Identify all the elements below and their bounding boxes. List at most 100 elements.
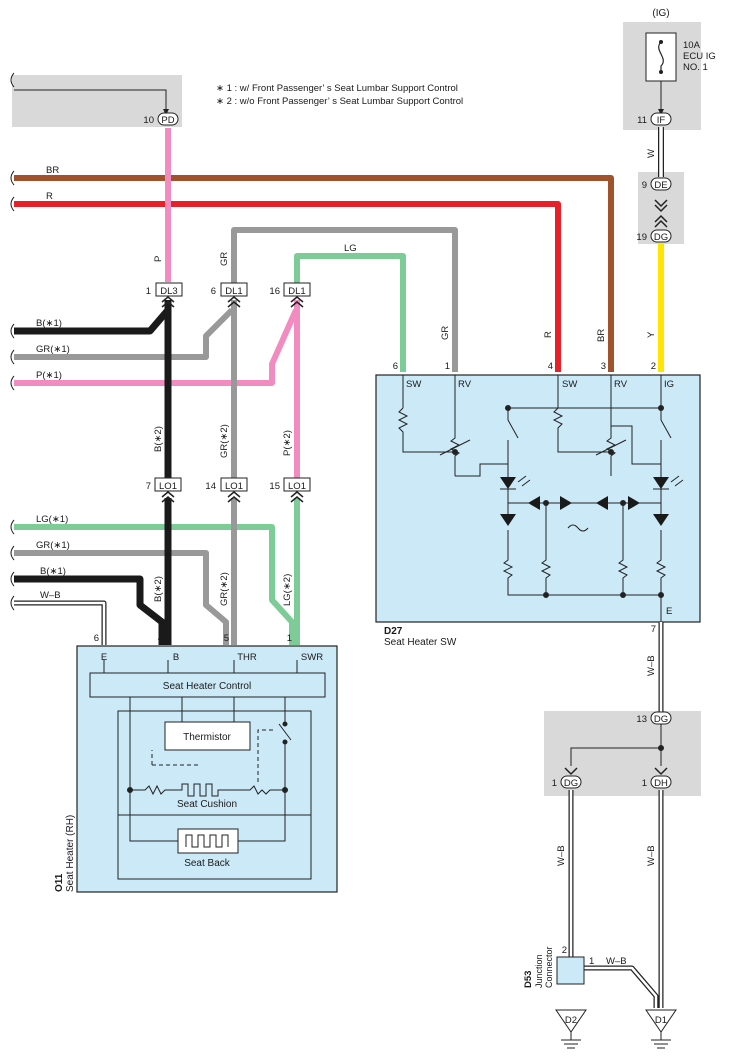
connector-dl3-pin: 1 xyxy=(146,286,151,297)
connector-arrows xyxy=(161,199,668,776)
wire-label-br: BR xyxy=(46,165,59,176)
diode-right-icon xyxy=(653,514,669,526)
wire-label-w: W xyxy=(646,149,657,158)
d53-id: D53 xyxy=(523,971,534,988)
wire-label-b-s2-low: B(∗2) xyxy=(153,576,164,602)
d27-pin-2: 2 xyxy=(651,361,656,372)
wire-label-lg: LG xyxy=(344,243,357,254)
connector-dg1-pin: 1 xyxy=(552,778,557,789)
d53-name-2: Connector xyxy=(544,946,554,988)
wire-label-lg-s1: LG(∗1) xyxy=(36,514,68,525)
diode-mid-1-icon xyxy=(528,496,540,510)
wire-gr-s1 xyxy=(14,307,235,360)
connector-de-code: DE xyxy=(654,180,667,191)
led-left-icon xyxy=(500,477,516,489)
wire-label-wb-dg1: W–B xyxy=(556,845,567,866)
wire-label-gr-s2-low: GR(∗2) xyxy=(219,572,230,606)
o11-pin-4: 4 xyxy=(158,633,163,644)
d27-pin-4: 4 xyxy=(548,361,553,372)
connector-lo1-c xyxy=(283,477,311,492)
connector-dg1 xyxy=(560,775,582,789)
connector-de xyxy=(650,177,672,191)
connector-dl1-a-pin: 6 xyxy=(211,286,216,297)
wire-label-r-sw: R xyxy=(543,331,554,338)
o11-term-e: E xyxy=(101,652,107,663)
seat-back-heater-box xyxy=(177,828,239,854)
fuse-name-1: ECU IG xyxy=(683,51,716,62)
wire-wb-d53 xyxy=(584,965,659,1008)
d27-term-rv-2: RV xyxy=(614,379,628,390)
led-rays xyxy=(517,475,684,487)
wire-label-wb-d53: W–B xyxy=(606,956,627,967)
wire-gr-s1-low xyxy=(14,550,229,645)
connector-dl3-code: DL3 xyxy=(160,286,177,297)
d27-diodes xyxy=(500,477,669,526)
d53-pin-2: 2 xyxy=(562,945,567,956)
wire-p-s1 xyxy=(14,308,299,386)
connector-pd-pin: 10 xyxy=(143,115,154,126)
wire-label-p-s1: P(∗1) xyxy=(36,370,62,381)
fuse-symbol xyxy=(645,32,677,115)
d27-id: D27 xyxy=(384,626,403,637)
wires xyxy=(14,127,664,1008)
o11-id: O11 xyxy=(54,873,65,892)
d53-connector xyxy=(556,956,585,985)
wire-label-b-s2: B(∗2) xyxy=(153,426,164,452)
diode-left-icon xyxy=(500,514,516,526)
thermistor-box xyxy=(164,721,251,751)
d53-pin-1: 1 xyxy=(589,956,594,967)
connector-dg19 xyxy=(650,229,672,243)
o11-name: Seat Heater (RH) xyxy=(65,815,76,892)
wire-b-s1-low xyxy=(14,575,166,645)
pd-source-area xyxy=(12,75,182,127)
wire-r xyxy=(14,201,561,372)
wire-label-wb-d27: W–B xyxy=(646,655,657,676)
connector-dh1-pin: 1 xyxy=(642,778,647,789)
d27-term-ig: IG xyxy=(664,379,674,390)
connector-lo1-a xyxy=(154,477,182,492)
connector-dh1-code: DH xyxy=(654,778,668,789)
wire-label-gr-s2: GR(∗2) xyxy=(219,424,230,458)
diode-mid-2-icon xyxy=(560,496,572,510)
d27-pin-3: 3 xyxy=(601,361,606,372)
connector-lo1-c-code: LO1 xyxy=(288,481,306,492)
o11-term-thr: THR xyxy=(237,652,257,663)
connector-de-pin: 9 xyxy=(642,180,647,191)
fuse-rating: 10A xyxy=(683,40,701,51)
connector-dg19-pin: 19 xyxy=(636,232,647,243)
grounds xyxy=(555,1009,677,1049)
o11-internals xyxy=(89,660,326,880)
d53-box xyxy=(556,956,585,985)
connector-dg1-code: DG xyxy=(564,778,578,789)
d27-name: Seat Heater SW xyxy=(384,637,457,648)
o11-cushion-label: Seat Cushion xyxy=(177,799,237,810)
connector-lo1-c-pin: 15 xyxy=(269,481,280,492)
connector-lo1-b-pin: 14 xyxy=(205,481,216,492)
o11-control-label: Seat Heater Control xyxy=(163,681,251,692)
note-1: ∗ 1 : w/ Front Passenger’ s Seat Lumbar … xyxy=(216,83,458,94)
wire-label-lg-s2-low: LG(∗2) xyxy=(282,574,293,606)
connectors xyxy=(154,112,672,789)
o11-pin-6: 6 xyxy=(94,633,99,644)
wire-label-p-s2: P(∗2) xyxy=(282,430,293,456)
fuse-ig-label: (IG) xyxy=(652,8,669,19)
diode-mid-4-icon xyxy=(628,496,640,510)
wire-label-gr: GR xyxy=(219,252,230,266)
diode-mid-3-icon xyxy=(596,496,608,510)
connector-dl1-a xyxy=(220,282,248,297)
connector-dh1 xyxy=(650,775,672,789)
ground-d2-icon xyxy=(555,1009,587,1033)
connector-pd xyxy=(157,112,179,126)
wire-gr-top xyxy=(231,227,458,372)
o11-term-swr: SWR xyxy=(301,652,323,663)
connector-dl1-a-code: DL1 xyxy=(225,286,242,297)
d53-name-1: Junction xyxy=(534,954,544,988)
connector-lo1-a-code: LO1 xyxy=(159,481,177,492)
connector-dg13-pin: 13 xyxy=(636,714,647,725)
fuse-name-2: NO. 1 xyxy=(683,62,708,73)
o11-thermistor-label: Thermistor xyxy=(183,732,231,743)
connector-dg19-code: DG xyxy=(654,232,668,243)
connector-if-code: IF xyxy=(657,115,666,126)
led-right-icon xyxy=(653,477,669,489)
